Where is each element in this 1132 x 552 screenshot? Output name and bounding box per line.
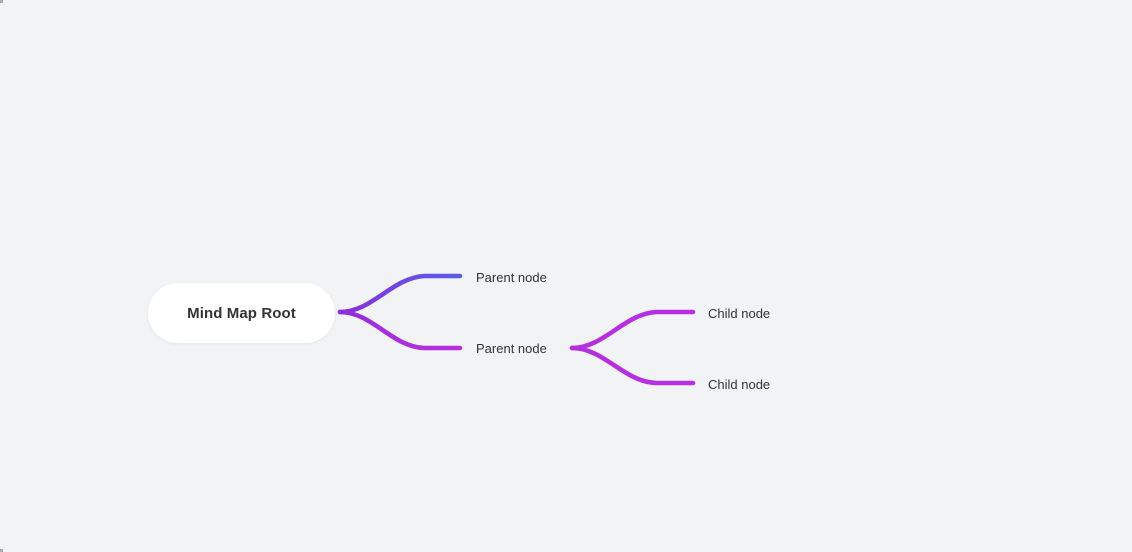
mindmap-parent-node-2[interactable]: Parent node [476, 340, 547, 358]
edge-parent-2-to-child-1 [569, 309, 696, 351]
mindmap-parent-node-1[interactable]: Parent node [476, 269, 547, 287]
edge-root-to-parent-1 [337, 273, 463, 315]
corner-marker-top-left [0, 0, 3, 3]
mindmap-child-node-2-label: Child node [708, 377, 771, 392]
edge-root-to-parent-2 [337, 309, 463, 351]
edge-parent-2-to-child-2 [569, 345, 696, 386]
mindmap-root-label: Mind Map Root [187, 304, 296, 322]
mindmap-root-node[interactable]: Mind Map Root [148, 283, 335, 343]
mindmap-child-node-2[interactable]: Child node [708, 376, 770, 394]
mindmap-parent-node-1-label: Parent node [476, 270, 547, 285]
corner-marker-bottom-left [0, 549, 3, 552]
mindmap-parent-node-2-label: Parent node [476, 341, 547, 356]
mindmap-child-node-1[interactable]: Child node [708, 305, 770, 323]
mindmap-child-node-1-label: Child node [708, 306, 771, 321]
